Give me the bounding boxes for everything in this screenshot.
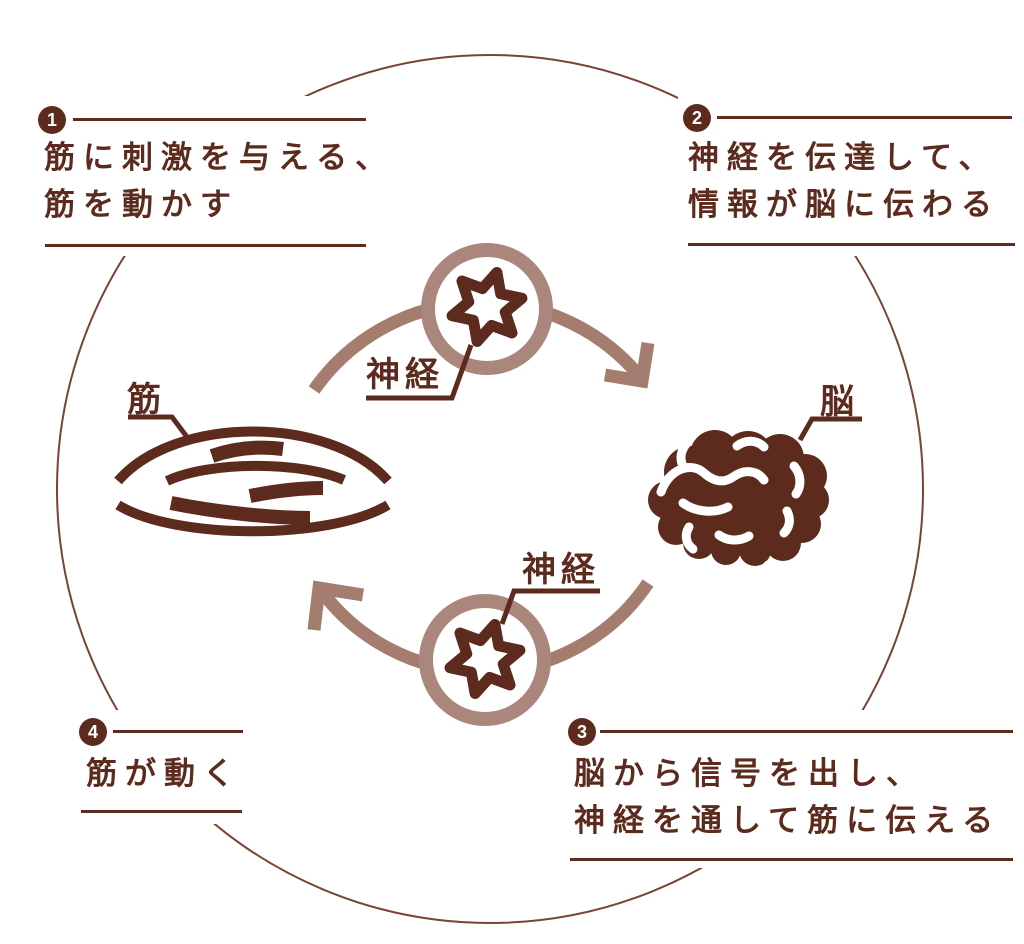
- step-1-line1: 筋に刺激を与える、: [44, 140, 395, 175]
- step-3-rule-bottom: [570, 858, 1013, 861]
- step-2-line2: 情報が脳に伝わる: [688, 187, 1000, 222]
- step-4-rule-top: [113, 730, 243, 733]
- step-1-rule-bottom: [45, 244, 366, 247]
- step-3-line1: 脳から信号を出し、: [574, 756, 925, 791]
- nerve-top-label: 神経: [366, 356, 444, 394]
- step-2-number-badge: 2: [683, 104, 711, 132]
- nerve-icon-top: [421, 243, 553, 375]
- muscle-label-connector: [128, 414, 189, 439]
- step-2-rule-bottom: [688, 243, 1015, 246]
- step-2-text: 神経を伝達して、 情報が脳に伝わる: [688, 134, 1000, 228]
- step-2-block: 2 神経を伝達して、 情報が脳に伝わる: [678, 92, 1024, 256]
- nerve-bottom-label: 神経: [522, 551, 600, 589]
- muscle-icon: [114, 426, 392, 537]
- step-4-text: 筋が動く: [86, 750, 242, 797]
- outer-circle: [56, 54, 924, 924]
- step-3-block: 3 脳から信号を出し、 神経を通して筋に伝える: [562, 710, 1024, 868]
- step-3-rule-top: [600, 730, 1013, 733]
- step-2-rule-top: [717, 116, 1012, 119]
- step-3-number-badge: 3: [568, 718, 596, 746]
- brain-label-connector: [797, 416, 862, 442]
- step-1-line2: 筋を動かす: [44, 187, 239, 222]
- step-4-line1: 筋が動く: [86, 756, 242, 791]
- step-3-line2: 神経を通して筋に伝える: [574, 803, 1002, 838]
- muscle-label: 筋: [127, 381, 166, 419]
- brain-label: 脳: [820, 383, 859, 421]
- step-2-line1: 神経を伝達して、: [688, 140, 998, 175]
- step-3-text: 脳から信号を出し、 神経を通して筋に伝える: [574, 750, 1001, 844]
- nerve-top-label-connector: [366, 344, 474, 401]
- nerve-icon-bottom: [419, 594, 551, 726]
- step-1-block: 1 筋に刺激を与える、 筋を動かす: [34, 96, 386, 256]
- step-1-text: 筋に刺激を与える、 筋を動かす: [44, 134, 394, 228]
- step-4-block: 4 筋が動く: [74, 710, 250, 824]
- step-4-rule-bottom: [81, 810, 242, 813]
- step-4-number-badge: 4: [79, 718, 107, 746]
- step-1-number-badge: 1: [38, 106, 66, 134]
- step-1-rule-top: [73, 118, 366, 121]
- brain-icon: [648, 430, 829, 579]
- nerve-bottom-label-connector: [499, 588, 600, 625]
